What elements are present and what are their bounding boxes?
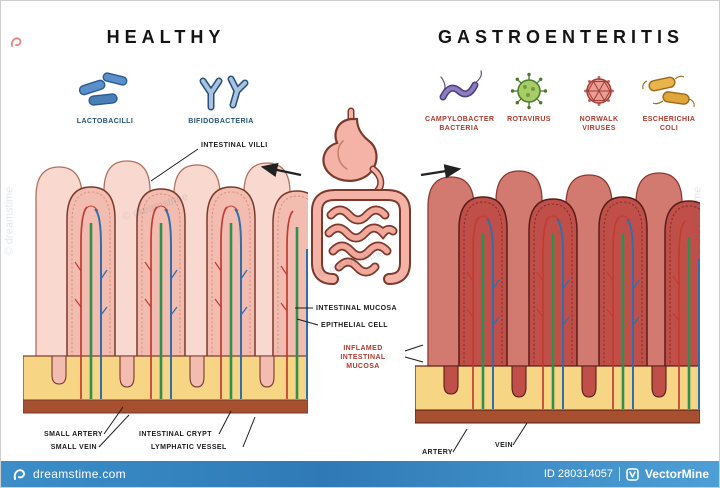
intestinal-crypt-label: INTESTINAL CRYPT bbox=[139, 431, 212, 438]
campylobacter-label: CAMPYLOBACTER BACTERIA bbox=[425, 116, 495, 133]
digestive-tract-illustration bbox=[311, 107, 411, 285]
bifidobacteria-label: BIFIDOBACTERIA bbox=[188, 118, 254, 125]
lymphatic-vessel-label: LYMPHATIC VESSEL bbox=[151, 444, 227, 451]
footer-divider bbox=[618, 467, 620, 481]
gastroenteritis-title: GASTROENTERITIS bbox=[437, 27, 684, 47]
vectormine-credit: VectorMine bbox=[644, 467, 709, 481]
healthy-villi-illustration bbox=[23, 151, 308, 421]
lactobacilli-icon bbox=[78, 72, 128, 106]
inflamed-mucosa-label: INFLAMED INTESTINAL MUCOSA bbox=[340, 345, 386, 371]
vectormine-logo-icon bbox=[626, 467, 639, 481]
healthy-title: HEALTHY bbox=[106, 27, 226, 47]
rotavirus-label: ROTAVIRUS bbox=[507, 116, 551, 123]
lactobacilli-label: LACTOBACILLI bbox=[76, 118, 134, 125]
small-artery-label: SMALL ARTERY bbox=[44, 431, 103, 438]
vein-label: VEIN bbox=[495, 442, 513, 449]
rotavirus-icon bbox=[510, 72, 548, 110]
intestinal-villi-label: INTESTINAL VILLI bbox=[201, 142, 268, 149]
campylobacter-icon bbox=[439, 70, 482, 101]
artery-label: ARTERY bbox=[422, 449, 453, 456]
epithelial-cell-label: EPITHELIAL CELL bbox=[321, 322, 388, 329]
dreamstime-logo-icon bbox=[13, 469, 25, 480]
dreamstime-brand: dreamstime.com bbox=[33, 467, 126, 481]
watermark-text: © dreamstime bbox=[3, 186, 16, 256]
dreamstime-mark-icon bbox=[10, 37, 22, 47]
e-coli-label: ESCHERICHIA COLI bbox=[642, 116, 696, 133]
image-id: ID 280314057 bbox=[543, 468, 613, 480]
e-coli-icon bbox=[642, 75, 695, 108]
norwalk-label: NORWALK VIRUSES bbox=[579, 116, 619, 133]
footer-bar: dreamstime.com ID 280314057 VectorMine bbox=[1, 461, 719, 487]
small-vein-label: SMALL VEIN bbox=[50, 444, 97, 451]
norwalk-virus-icon bbox=[584, 76, 614, 106]
intestinal-mucosa-label: INTESTINAL MUCOSA bbox=[316, 305, 397, 312]
bifidobacteria-icon bbox=[199, 75, 249, 111]
inflamed-villi-illustration bbox=[415, 161, 700, 431]
